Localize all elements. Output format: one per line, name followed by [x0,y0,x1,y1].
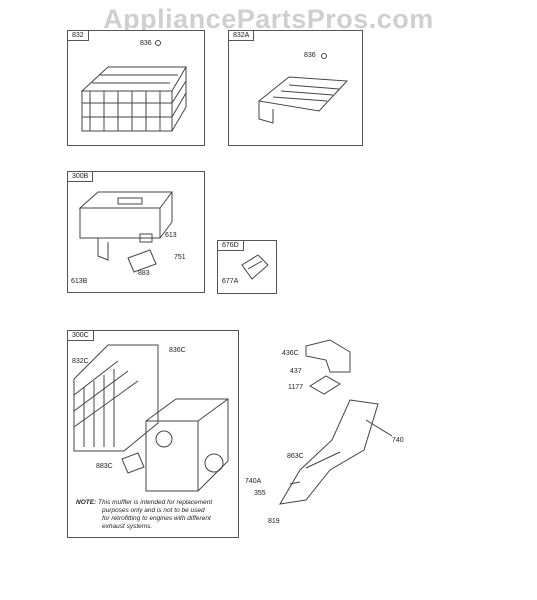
heat-shield-drawing [257,76,349,124]
panel-tag: 676D [218,241,244,251]
part-label-355: 355 [254,490,266,497]
part-label-836: 836 [304,52,316,59]
panel-tag: 300C [68,331,94,341]
panel-300c: 300C 832C 836C 883C NOTE: This muffler i… [67,330,239,538]
panel-676d: 676D 677A [217,240,277,294]
part-label-819: 819 [268,518,280,525]
note-head: NOTE: [76,499,97,506]
muffler-assembly-drawing [73,344,229,492]
muffler-drawing [78,191,173,273]
panel-tag: 300B [68,172,94,182]
note-line-2: purposes only and is not to be used [102,507,205,514]
part-label-863c: 863C [287,453,304,460]
note-line-4: exhaust systems. [102,523,153,530]
panel-832a: 832A 836 [228,30,363,146]
part-label-836c: 836C [169,347,186,354]
part-label-836: 836 [140,40,152,47]
part-label-436c: 436C [282,350,299,357]
note-line-1: This muffler is intended for replacement [98,499,213,506]
part-label-613b: 613B [71,278,88,285]
part-label-437: 437 [290,368,302,375]
part-label-613: 613 [165,232,177,239]
note-line-3: for retrofitting to engines with differe… [102,515,211,522]
part-label-883c: 883C [96,463,113,470]
part-label-751: 751 [174,254,186,261]
part-label-832c: 832C [72,358,89,365]
part-label-883: 883 [138,270,150,277]
replacement-note: NOTE: This muffler is intended for repla… [76,499,232,531]
part-label-1177: 1177 [288,384,304,391]
panel-832: 832 836 [67,30,205,146]
panel-tag: 832A [229,31,255,41]
part-label-740a: 740A [245,478,262,485]
panel-tag: 832 [68,31,89,41]
muffler-guard-drawing [80,66,187,132]
deflector-drawing [241,254,269,280]
part-label-740: 740 [392,437,404,444]
panel-300b: 300B 613 751 883 613B [67,171,205,293]
part-label-677a: 677A [222,278,239,285]
watermark: AppliancePartsPros.com [103,4,434,34]
screw-icon [321,53,327,59]
screw-icon [155,40,161,46]
